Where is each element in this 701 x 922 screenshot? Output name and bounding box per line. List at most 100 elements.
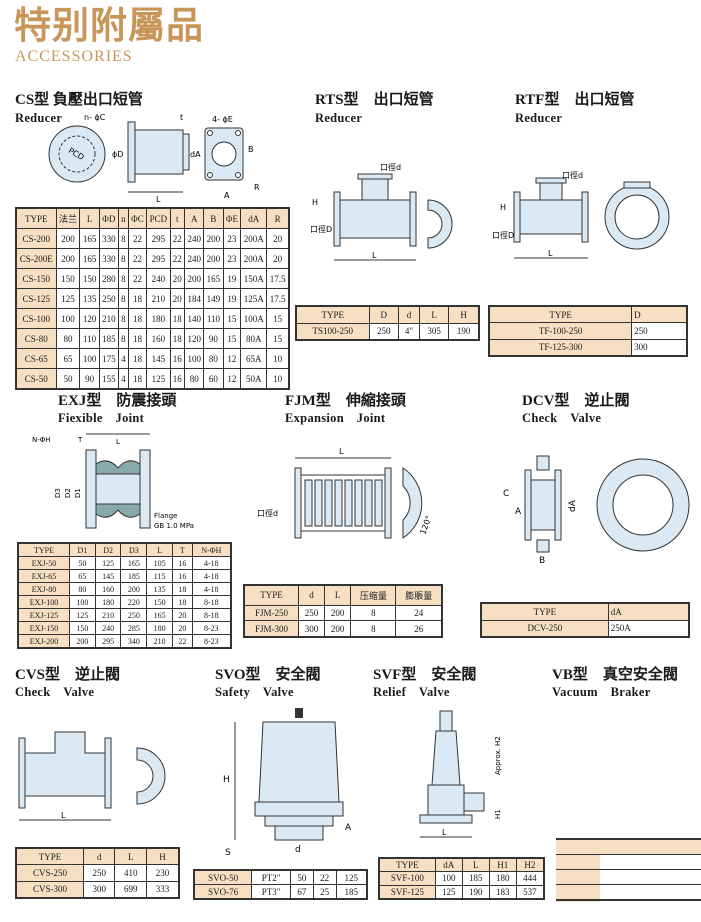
table-cell: 18: [127, 308, 148, 329]
table-cell: 50: [55, 368, 81, 390]
label-angle: 120°: [418, 514, 433, 535]
table-cell: 20: [266, 228, 290, 249]
table-cell: TF-100-250: [488, 322, 633, 340]
table-cell: 19: [222, 288, 242, 309]
table-cell: 300: [631, 338, 688, 357]
table-cell: EXJ-150: [17, 621, 70, 635]
table-cell: 200: [324, 604, 352, 622]
table-cell: 145: [146, 348, 171, 369]
fjm-drawing: L 口徑d 120°: [257, 447, 433, 539]
table-cell: 18: [127, 288, 148, 309]
table-cell: 22: [312, 869, 337, 885]
table-cell: 340: [120, 634, 148, 649]
label-s: S: [225, 848, 231, 858]
rts-drawing: 口徑d 口徑D H L: [310, 162, 453, 261]
table-header-cell: D: [631, 305, 688, 324]
table-cell: 125: [68, 608, 96, 622]
table-header-cell: t: [169, 207, 186, 229]
table-cell: 180: [94, 595, 122, 609]
table-header-cell: A: [184, 207, 205, 229]
cvs-title: CVS型 逆止閥: [15, 667, 121, 683]
table-cell: 135: [79, 288, 100, 309]
table-cell: SVO-50: [193, 869, 253, 885]
table-cell: 22: [172, 634, 193, 649]
table-cell: 175: [98, 348, 119, 369]
label-h: H: [223, 775, 230, 785]
table-header-cell: R: [266, 207, 290, 229]
table-cell: 50A: [240, 368, 268, 390]
label-da: dA: [568, 499, 578, 512]
label-l: L: [339, 447, 344, 456]
table-cell: 150: [79, 268, 100, 289]
cs-title: CS型 負壓出口短管: [15, 92, 143, 108]
table-header-cell: H2: [515, 857, 545, 873]
table-cell: 16: [172, 569, 193, 583]
table-cell: 295: [146, 248, 171, 269]
table-cell: 125: [146, 368, 171, 390]
table-cell: 18: [172, 582, 193, 596]
label-a: A: [224, 191, 230, 200]
table-cell: 410: [114, 864, 148, 882]
table-cell: SVF-125: [378, 884, 436, 900]
table-cell: 12: [222, 348, 242, 369]
table-header-cell: TYPE: [480, 602, 609, 621]
dcv-drawing: C A dA B: [503, 455, 690, 565]
table-cell: 183: [488, 884, 517, 900]
table-cell: 115: [146, 569, 174, 583]
table-cell: 4: [117, 368, 129, 390]
table-header-cell: N-ΦH: [191, 542, 232, 557]
table-cell: 16: [172, 556, 193, 570]
table-cell: 8-23: [191, 634, 232, 649]
table-header-cell: TYPE: [15, 847, 84, 866]
table-cell: 180: [146, 621, 174, 635]
table-header-cell: TYPE: [17, 542, 70, 557]
label-l: L: [442, 828, 447, 837]
table-cell: 8: [117, 268, 129, 289]
exj-title: EXJ型 防震接頭: [58, 393, 177, 409]
label-d: 口徑d: [257, 508, 278, 518]
table-cell: 22: [127, 268, 148, 289]
table-cell: 150: [146, 595, 174, 609]
table-cell: PT3": [251, 884, 291, 900]
table-cell: 295: [146, 228, 171, 249]
table-cell: 140: [184, 308, 205, 329]
svf-drawing: Approx. H2 H1 L: [419, 710, 502, 838]
table-header-cell: TYPE: [15, 207, 57, 229]
table-cell: 80: [203, 348, 224, 369]
table-header-cell: D2: [94, 542, 122, 557]
table-cell: 12: [222, 368, 242, 390]
table-header-cell: T: [172, 542, 193, 557]
table-cell: 150: [55, 268, 81, 289]
page-title: 特别附屬品: [14, 3, 204, 47]
table-cell: 15: [222, 328, 242, 349]
table-cell: 537: [515, 884, 545, 900]
label-c: C: [503, 489, 509, 499]
table-cell: 80: [68, 582, 96, 596]
label-d1: D1: [74, 488, 82, 498]
table-cell: 100A: [240, 308, 268, 329]
table-cell: 165: [79, 228, 100, 249]
table-cell: 165: [79, 248, 100, 269]
table-cell: 160: [146, 328, 171, 349]
table-cell: 699: [114, 880, 148, 899]
label-h1: H1: [494, 809, 502, 819]
svf-title: SVF型 安全閥: [373, 667, 477, 683]
cs-subtitle: Reducer: [15, 111, 63, 125]
table-cell: 18: [127, 368, 148, 390]
table-cell: 160: [94, 582, 122, 596]
label-t: t: [180, 113, 183, 122]
table-header-cell: d: [82, 847, 116, 866]
table-cell: 18: [172, 595, 193, 609]
